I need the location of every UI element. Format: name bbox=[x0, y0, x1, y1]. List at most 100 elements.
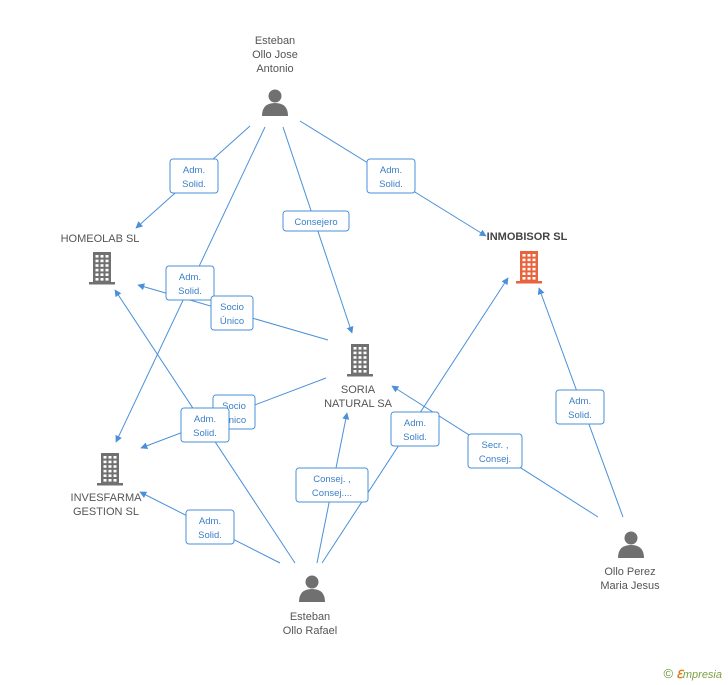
building-icon-window bbox=[527, 254, 531, 257]
building-icon-window bbox=[105, 268, 109, 272]
building-icon-window bbox=[363, 370, 367, 373]
node-label: INMOBISOR SL bbox=[487, 231, 568, 243]
building-icon-window bbox=[532, 254, 536, 257]
node-label: GESTION SL bbox=[73, 506, 139, 518]
edge-label-e10[interactable]: Adm.Solid. bbox=[390, 411, 440, 447]
copyright-icon: © bbox=[663, 666, 674, 681]
building-icon-window bbox=[522, 263, 526, 266]
building-icon-window bbox=[103, 456, 107, 459]
building-icon bbox=[89, 252, 115, 285]
person-icon-head bbox=[268, 89, 282, 103]
node-label: NATURAL SA bbox=[324, 398, 393, 410]
building-icon-window bbox=[103, 479, 107, 482]
building-icon-window bbox=[113, 474, 117, 477]
edge-label-text: Solid. bbox=[568, 410, 592, 421]
building-icon-window bbox=[527, 263, 531, 266]
building-icon-window bbox=[100, 278, 104, 281]
edge-label-e8[interactable]: Adm.Solid. bbox=[185, 509, 235, 545]
edge-label-text: Socio bbox=[220, 302, 244, 313]
building-icon-window bbox=[105, 259, 109, 263]
building-icon-window bbox=[103, 469, 107, 473]
building-icon-window bbox=[363, 360, 367, 364]
person-icon bbox=[618, 531, 644, 558]
edge-label-text: Consej. , bbox=[313, 474, 351, 485]
edge-label-e1[interactable]: Adm.Solid. bbox=[169, 158, 219, 194]
edge-label-box bbox=[165, 265, 215, 301]
node-invesfarma[interactable]: INVESFARMA GESTION SL bbox=[71, 453, 143, 518]
building-icon-window bbox=[108, 460, 112, 464]
edge-label-text: Adm. bbox=[569, 396, 591, 407]
edge-label-text: Solid. bbox=[198, 530, 222, 541]
building-icon-window bbox=[527, 267, 531, 271]
building-icon-window bbox=[113, 465, 117, 468]
person-icon-body bbox=[618, 545, 644, 558]
edge-label-box bbox=[555, 389, 605, 425]
building-icon-window bbox=[353, 370, 357, 373]
edge-label-text: Socio bbox=[222, 401, 246, 412]
building-icon-window bbox=[105, 273, 109, 276]
edge-label-e9[interactable]: Consej. ,Consej.... bbox=[295, 467, 369, 503]
edge-label-box bbox=[180, 407, 230, 443]
edge-label-e11[interactable]: Secr. ,Consej. bbox=[467, 433, 523, 469]
building-icon-window bbox=[108, 465, 112, 468]
person-icon bbox=[262, 89, 288, 116]
building-icon-window bbox=[358, 351, 362, 355]
node-label: INVESFARMA bbox=[71, 492, 143, 504]
edge-label-text: Solid. bbox=[379, 179, 403, 190]
person-icon-head bbox=[624, 531, 638, 545]
person-icon bbox=[299, 575, 325, 602]
edge-label-text: Solid. bbox=[193, 428, 217, 439]
building-icon-window bbox=[532, 267, 536, 271]
building-icon-window bbox=[95, 264, 99, 267]
building-icon-window bbox=[363, 356, 367, 359]
building-icon-window bbox=[532, 263, 536, 266]
building-icon bbox=[347, 344, 373, 377]
edge-label-e2[interactable]: Adm. Solid. bbox=[366, 158, 416, 194]
edge-label-text: Solid. bbox=[403, 432, 427, 443]
edge-label-box bbox=[169, 158, 219, 194]
edge-label-text: Único bbox=[222, 415, 246, 426]
building-icon-window bbox=[113, 469, 117, 473]
edge-label-e7[interactable]: Adm.Solid. bbox=[180, 407, 230, 443]
building-icon-window bbox=[100, 255, 104, 258]
node-inmobisor[interactable]: INMOBISOR SL bbox=[487, 231, 568, 284]
person-icon-body bbox=[262, 103, 288, 116]
node-label: Ollo Rafael bbox=[283, 625, 337, 637]
edge-label-e12[interactable]: Adm. Solid. bbox=[555, 389, 605, 425]
building-icon-window bbox=[113, 460, 117, 464]
building-icon-window bbox=[522, 272, 526, 275]
node-homeolab[interactable]: HOMEOLAB SL bbox=[61, 233, 140, 285]
building-icon-base bbox=[89, 282, 115, 285]
building-icon-base bbox=[347, 374, 373, 377]
footer-credit: ©ℇmpresia bbox=[664, 666, 722, 681]
building-icon-window bbox=[105, 278, 109, 281]
building-icon-window bbox=[108, 469, 112, 473]
building-icon-window bbox=[353, 365, 357, 368]
edge-label-box bbox=[390, 411, 440, 447]
edge-label-text: Adm. bbox=[183, 165, 205, 176]
building-icon-window bbox=[100, 268, 104, 272]
edge-label-e3[interactable]: Consejero bbox=[282, 210, 350, 232]
building-icon-window bbox=[363, 365, 367, 368]
edge-label-e4[interactable]: Adm.Solid. bbox=[165, 265, 215, 301]
brand-name: mpresia bbox=[682, 669, 722, 681]
building-icon-window bbox=[522, 254, 526, 257]
building-icon-window bbox=[95, 259, 99, 263]
building-icon-window bbox=[522, 258, 526, 262]
edge-label-text: Adm. bbox=[380, 165, 402, 176]
building-icon-window bbox=[358, 370, 362, 373]
building-icon-window bbox=[353, 356, 357, 359]
building-icon-window bbox=[532, 258, 536, 262]
building-icon-window bbox=[363, 351, 367, 355]
building-icon bbox=[97, 453, 123, 486]
brand-logo-letter: ℇ bbox=[676, 669, 683, 681]
building-icon-window bbox=[95, 255, 99, 258]
edge-label-box bbox=[210, 295, 254, 331]
building-icon-window bbox=[103, 460, 107, 464]
